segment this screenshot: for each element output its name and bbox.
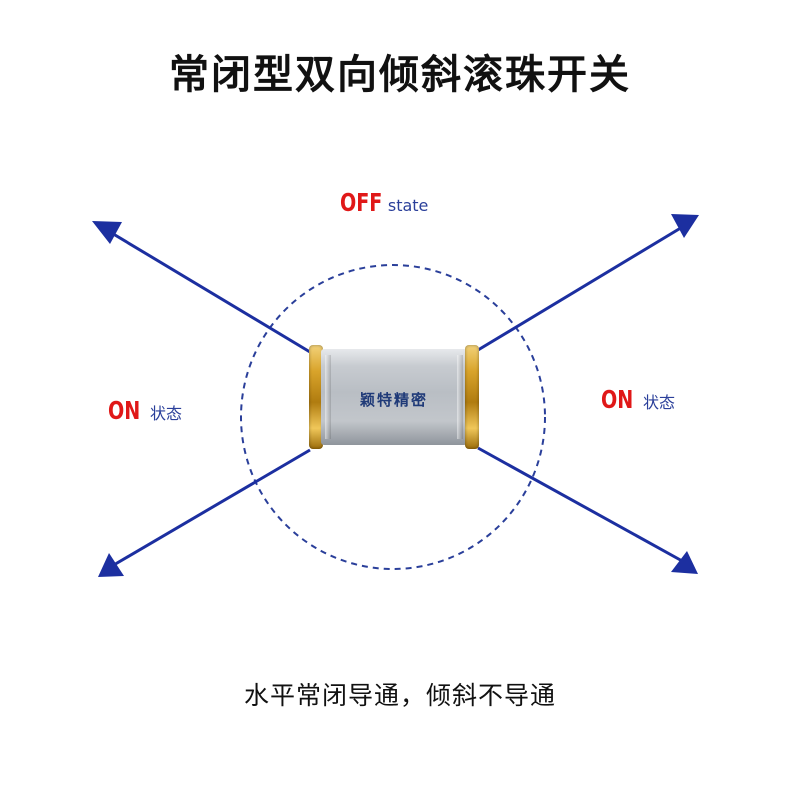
on-word-right: ON (601, 385, 634, 414)
arrow-down-left-icon (98, 553, 124, 577)
on-suffix-left: 状态 (149, 404, 182, 423)
arrow-up-left-icon (92, 221, 122, 244)
right-end-cap (465, 345, 479, 449)
caption: 水平常闭导通，倾斜不导通 (243, 681, 556, 710)
arrow-line-up-left (109, 230, 311, 354)
arrow-down-right-icon (671, 551, 698, 574)
body-ridge-left (325, 355, 331, 439)
arrow-line-up-right (477, 224, 685, 352)
brand-text: 颖特精密 (359, 391, 428, 409)
ball-switch-component: 颖特精密 (309, 345, 479, 449)
body-ridge-right (457, 355, 463, 439)
on-word-left: ON (108, 396, 141, 425)
arrow-line-down-left (111, 448, 311, 568)
on-state-label-left: ON 状态 (108, 398, 182, 423)
switch-body: 颖特精密 (321, 349, 467, 445)
page-title: 常闭型双向倾斜滚珠开关 (169, 52, 631, 98)
on-suffix-right: 状态 (642, 393, 675, 412)
on-state-label-right: ON 状态 (601, 387, 675, 412)
off-suffix: state (387, 196, 429, 215)
tilt-range-circle (240, 264, 546, 570)
arrow-line-down-right (477, 446, 685, 564)
arrow-up-right-icon (671, 214, 699, 238)
left-end-cap (309, 345, 323, 449)
off-word: OFF (340, 188, 383, 217)
